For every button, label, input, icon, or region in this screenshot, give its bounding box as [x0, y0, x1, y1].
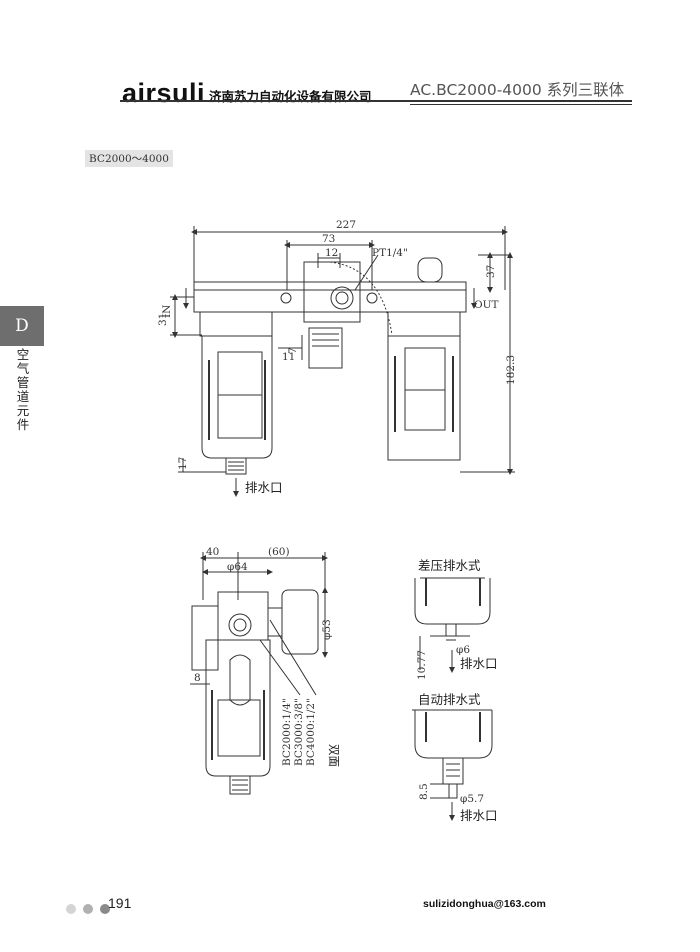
outlet-label: OUT	[474, 299, 498, 311]
auto-drain-label: 排水口	[460, 808, 498, 823]
gauge-port-label: PT1/4"	[372, 247, 408, 259]
diff-drain-title: 差压排水式	[418, 558, 481, 573]
footer-dot	[66, 904, 76, 914]
front-drain-label: 排水口	[245, 480, 283, 495]
dim-port-height: 31	[157, 313, 169, 326]
brand-logo: airsuli	[122, 78, 206, 108]
dim-17: 17	[177, 457, 189, 470]
inlet-label: IN	[161, 305, 173, 318]
dim-total-height: 182.3	[505, 355, 517, 385]
port-size-bc3000: BC3000:3/8"	[293, 698, 305, 766]
model-label: BC2000～4000	[85, 150, 173, 167]
dim-8-5: 8.5	[418, 783, 430, 800]
dim-phi6: φ6	[456, 644, 470, 656]
dim-7: 7	[287, 347, 299, 354]
dim-center-width: 73	[322, 233, 335, 245]
dim-phi5-7: φ5.7	[460, 793, 484, 805]
footer-dot	[100, 904, 111, 914]
footer-dot	[83, 904, 94, 914]
header-rule	[120, 100, 632, 102]
page-number: 191	[108, 895, 132, 911]
side-tab: D	[0, 306, 44, 346]
front-view	[170, 226, 515, 497]
contact-email: sulizidonghua@163.com	[423, 898, 546, 910]
dim-40: 40	[206, 546, 219, 558]
port-size-bc4000: BC4000:1/2"	[305, 698, 317, 766]
dim-phi53: φ53	[321, 619, 333, 640]
diff-drain-detail	[414, 577, 491, 673]
dim-top-height: 37	[485, 265, 497, 278]
dim-8: 8	[194, 672, 201, 684]
dim-overall-width: 227	[336, 219, 356, 231]
both-sides-label: 双面	[327, 744, 341, 767]
dim-phi64: φ64	[227, 561, 248, 573]
page-header: airsuli 济南苏力自动化设备有限公司 AC.BC2000-4000 系列三…	[0, 0, 700, 120]
side-view	[190, 552, 328, 795]
series-title: AC.BC2000-4000 系列三联体	[410, 81, 625, 99]
dim-60: (60)	[268, 546, 290, 558]
diff-drain-label: 排水口	[460, 656, 498, 671]
dim-gauge-offset: 12	[325, 247, 338, 259]
auto-drain-detail	[412, 709, 493, 821]
footer-dots	[66, 899, 112, 918]
side-tab-letter: D	[15, 316, 29, 336]
auto-drain-title: 自动排水式	[418, 692, 481, 707]
header-rule-secondary	[410, 104, 632, 105]
dim-11: 11	[282, 351, 295, 363]
port-size-bc2000: BC2000:1/4"	[281, 698, 293, 766]
dim-10-77: 10.77	[416, 650, 428, 680]
side-tab-label: 空气管道元件	[16, 347, 30, 432]
